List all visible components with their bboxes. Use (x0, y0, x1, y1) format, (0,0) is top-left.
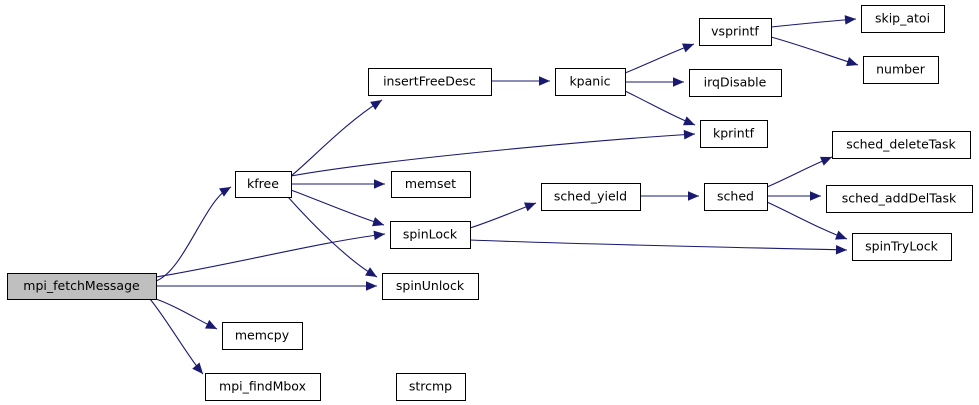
nodes-layer: mpi_fetchMessage kfree insertFreeDesc kpani… (7, 5, 973, 401)
node-box[interactable] (396, 373, 466, 401)
edge-kfree-to-memset (291, 179, 385, 189)
arrowhead-icon (192, 362, 203, 374)
edge-vsprintf-to-skip_atoi (770, 15, 857, 28)
arrowhead-icon (372, 217, 384, 227)
edge-line (290, 189, 385, 226)
edge-insertFreeDesc-to-kpanic (491, 76, 550, 86)
edge-mpi_fetchMessage-to-kfree (155, 186, 232, 282)
node-box[interactable] (541, 183, 641, 211)
node-kpanic[interactable]: kpanic (555, 68, 626, 96)
edge-line (155, 186, 232, 282)
node-irqDisable[interactable]: irqDisable (689, 69, 782, 97)
node-box[interactable] (700, 120, 768, 148)
arrowhead-icon (819, 156, 832, 166)
edge-line (624, 90, 696, 126)
arrowhead-icon (683, 116, 695, 126)
node-box[interactable] (861, 5, 945, 33)
edges-layer (149, 15, 859, 375)
node-mpi_fetchMessage[interactable]: mpi_fetchMessage (7, 273, 157, 300)
node-box[interactable] (555, 68, 626, 96)
edge-sched-to-spinTryLock (766, 201, 848, 240)
arrowhead-icon (373, 230, 385, 241)
edge-sched-to-sched_addDelTask (767, 191, 821, 201)
arrowhead-icon (682, 43, 694, 53)
edge-sched_yield-to-sched (640, 191, 699, 201)
node-box[interactable] (699, 18, 772, 46)
edge-kpanic-to-vsprintf (624, 43, 695, 74)
edge-line (290, 133, 696, 177)
node-box[interactable] (222, 322, 303, 350)
edge-line (469, 239, 848, 251)
arrowhead-icon (524, 202, 536, 212)
node-kprintf[interactable]: kprintf (700, 120, 768, 148)
node-box[interactable] (382, 273, 479, 300)
edge-line (290, 99, 383, 177)
edge-kpanic-to-irqDisable (625, 77, 684, 87)
edge-vsprintf-to-number (770, 36, 859, 67)
edge-line (155, 233, 386, 278)
node-box[interactable] (390, 221, 471, 249)
edge-kfree-to-kprintf (290, 129, 696, 177)
node-box[interactable] (689, 69, 782, 97)
arrowhead-icon (370, 100, 382, 110)
node-box[interactable] (826, 185, 973, 213)
node-box[interactable] (205, 373, 321, 401)
node-box[interactable] (832, 131, 971, 159)
node-box[interactable] (704, 183, 768, 211)
edge-mpi_fetchMessage-to-memcpy (155, 298, 218, 330)
arrowhead-icon (846, 57, 858, 67)
node-skip_atoi[interactable]: skip_atoi (861, 5, 945, 33)
edge-spinLock-to-sched_yield (469, 202, 537, 229)
edge-line (770, 18, 857, 28)
arrowhead-icon (219, 187, 231, 197)
node-insertFreeDesc[interactable]: insertFreeDesc (368, 68, 492, 96)
node-memset[interactable]: memset (391, 171, 471, 198)
edge-mpi_fetchMessage-to-spinUnlock (156, 281, 377, 291)
node-box[interactable] (391, 171, 471, 198)
node-kfree[interactable]: kfree (235, 171, 292, 198)
node-number[interactable]: number (863, 56, 939, 84)
edge-line (149, 298, 204, 375)
node-strcmp[interactable]: strcmp (396, 373, 466, 401)
node-memcpy[interactable]: memcpy (222, 322, 303, 350)
arrowhead-icon (683, 129, 695, 140)
edge-kpanic-to-kprintf (624, 90, 696, 126)
node-box[interactable] (235, 171, 292, 198)
node-sched_addDelTask[interactable]: sched_addDelTask (826, 185, 973, 213)
edge-line (770, 36, 859, 66)
arrowhead-icon (688, 191, 699, 201)
node-spinTryLock[interactable]: spinTryLock (852, 233, 952, 261)
node-box[interactable] (852, 233, 952, 261)
edge-sched-to-sched_deleteTask (766, 156, 833, 188)
node-box[interactable] (7, 273, 157, 300)
arrowhead-icon (835, 244, 847, 255)
node-mpi_findMbox[interactable]: mpi_findMbox (205, 373, 321, 401)
arrowhead-icon (844, 15, 856, 25)
node-vsprintf[interactable]: vsprintf (699, 18, 772, 46)
node-box[interactable] (368, 68, 492, 96)
arrowhead-icon (673, 77, 684, 87)
edge-mpi_fetchMessage-to-spinLock (155, 230, 386, 278)
edge-kfree-to-spinLock (290, 189, 385, 227)
node-box[interactable] (863, 56, 939, 84)
arrowhead-icon (835, 230, 847, 240)
arrowhead-icon (539, 76, 550, 86)
node-sched[interactable]: sched (704, 183, 768, 211)
node-spinUnlock[interactable]: spinUnlock (382, 273, 479, 300)
edge-spinLock-to-spinTryLock (469, 239, 848, 255)
node-sched_yield[interactable]: sched_yield (541, 183, 641, 211)
arrowhead-icon (365, 267, 377, 277)
arrowhead-icon (205, 319, 217, 329)
arrowhead-icon (810, 191, 821, 201)
node-sched_deleteTask[interactable]: sched_deleteTask (832, 131, 971, 159)
arrowhead-icon (366, 281, 377, 291)
edge-mpi_fetchMessage-to-mpi_findMbox (149, 298, 204, 375)
arrowhead-icon (374, 179, 385, 189)
edge-line (624, 43, 695, 74)
node-spinLock[interactable]: spinLock (390, 221, 471, 249)
edge-kfree-to-insertFreeDesc (290, 99, 383, 177)
edge-kfree-to-spinUnlock (287, 196, 378, 278)
